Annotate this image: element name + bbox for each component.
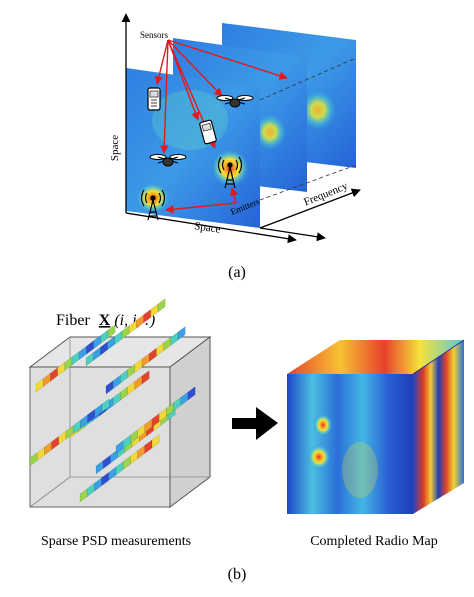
guide-line [259,164,357,201]
fiber-segment [141,370,150,385]
fiber-segment [187,386,196,401]
fiber-bars [29,298,196,503]
transform-arrow [232,407,278,440]
space-horizontal-label: Space [194,220,222,236]
tower-icon [140,189,166,221]
frequency-label: Frequency [302,180,350,209]
panel-a: Sensors Emitters [109,13,361,281]
fiber-segment [151,434,160,449]
sensors-label: Sensors [140,30,168,40]
drone-icon [149,154,187,167]
frequency-axis [259,188,361,229]
fiber-segment [101,398,110,413]
sparse-caption: Sparse PSD measurements [41,534,191,549]
drone-icon [216,95,254,108]
tower-icon [217,156,243,189]
phone-icon [147,87,161,111]
space-axis-extension [259,227,326,242]
guide-line [259,57,357,101]
panel-b-label: (b) [228,566,247,583]
completed-caption: Completed Radio Map [310,534,438,549]
panel-a-label: (a) [228,264,246,281]
fiber-segment [157,298,166,313]
completed-radio-map-cube [287,339,465,514]
phone-icon [199,119,217,145]
sparse-measurement-cube [28,336,212,508]
emitter-arrows [165,187,239,214]
space-vertical-label: Space [109,135,121,161]
panel-b: Fiber X (i, j, :) [28,298,465,583]
fiber-segment [107,324,116,339]
fiber-segment [177,326,186,341]
sensor-arrows [154,39,288,154]
space-horizontal-axis [125,212,297,244]
